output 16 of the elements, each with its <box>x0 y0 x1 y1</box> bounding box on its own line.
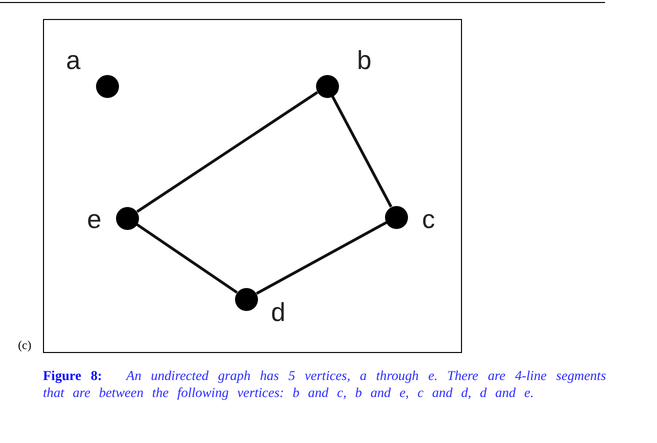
edge-line <box>136 223 238 294</box>
vertex-dot <box>116 206 139 230</box>
figure-caption: Figure 8: An undirected graph has 5 vertices, a through e. There are 4-line segments that are between the following vertices: b and c, b and e, c and d, d and e. <box>43 367 606 401</box>
edge-line <box>331 96 392 208</box>
vertex-label: c <box>422 206 435 232</box>
vertex-label: b <box>357 47 372 73</box>
edge-line <box>256 221 388 295</box>
vertex-dot <box>385 206 408 228</box>
edge-line <box>136 91 318 213</box>
vertex-dot <box>96 74 118 98</box>
vertex-label: e <box>87 206 102 232</box>
vertex-dot <box>235 288 258 310</box>
panel-label: (c) <box>18 338 32 352</box>
vertex-dot <box>316 74 338 98</box>
vertex-label: d <box>271 299 286 325</box>
vertex-label: a <box>66 47 80 73</box>
